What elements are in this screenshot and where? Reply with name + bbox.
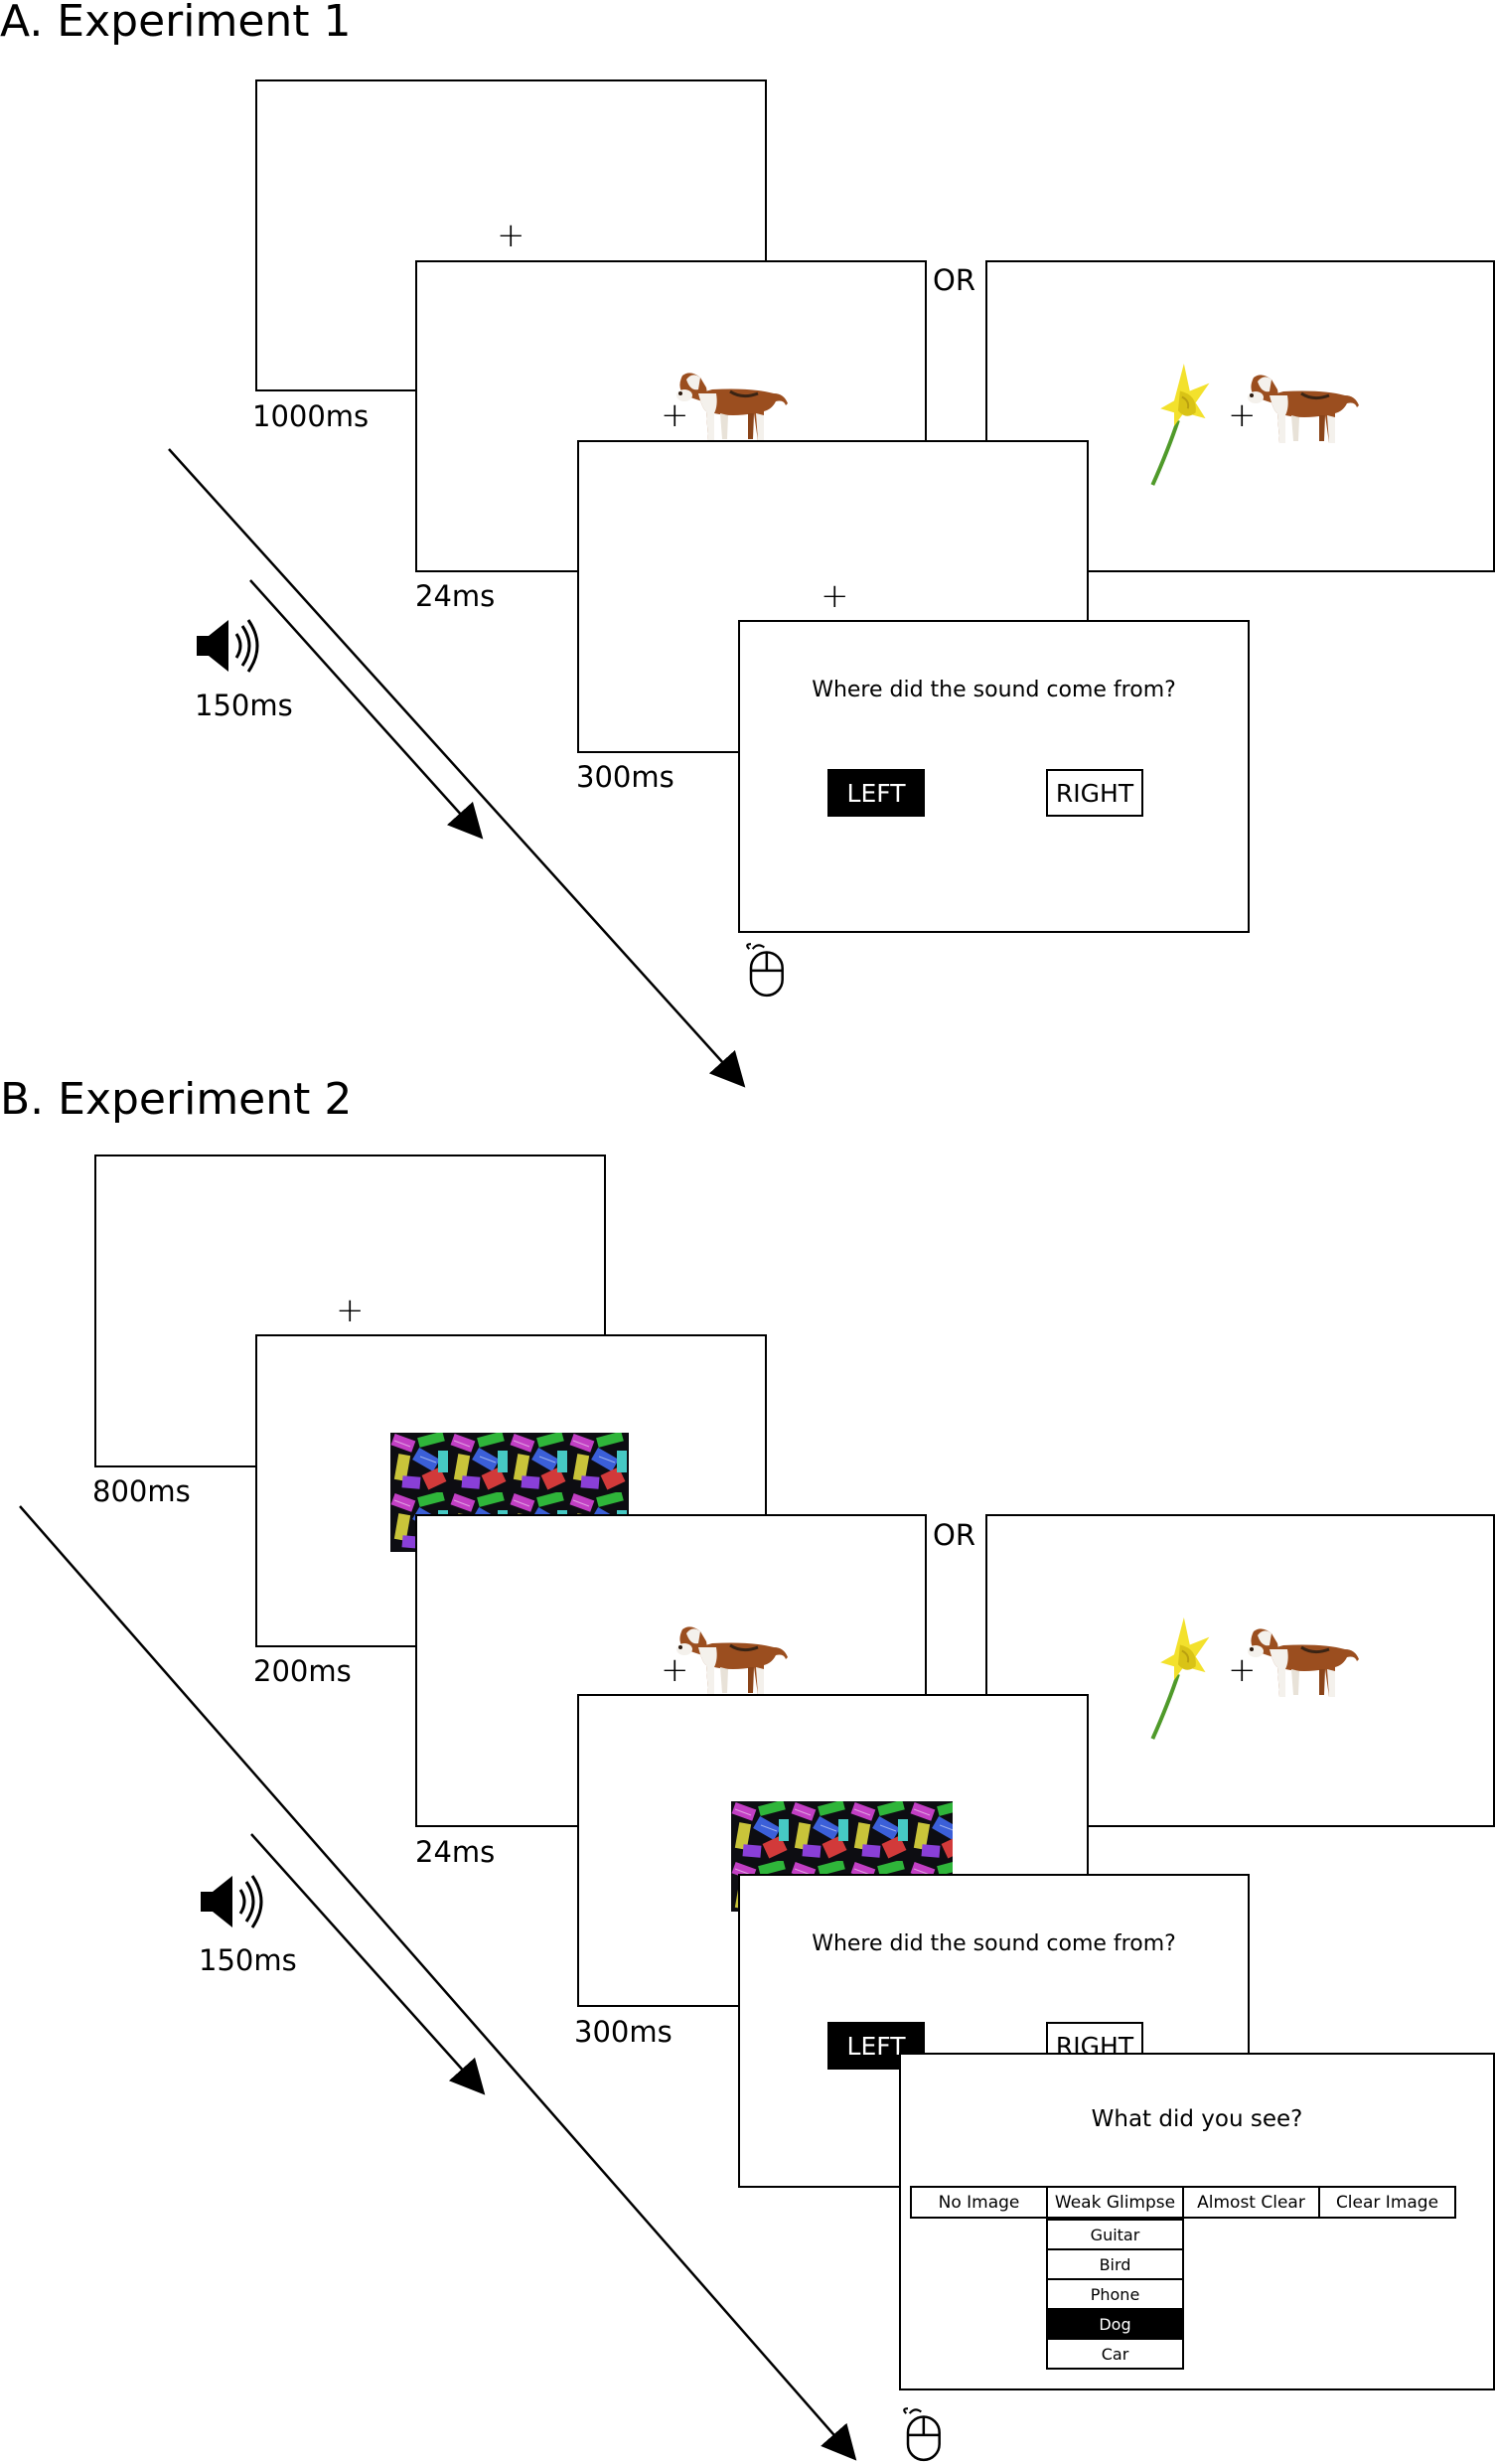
exp2-mask2-duration: 300ms [574, 2015, 673, 2049]
exp2-target-duration: 24ms [415, 1835, 496, 1869]
exp1-sound-duration: 150ms [195, 689, 293, 722]
exp1-or-label: OR [933, 263, 975, 297]
visibility-rating-scale: No Image Weak Glimpse Almost Clear Clear… [910, 2186, 1456, 2219]
arrow-icon [249, 579, 484, 840]
exp2-fixation-duration: 800ms [92, 1474, 191, 1508]
visibility-question: What did you see? [1091, 2106, 1303, 2132]
experiment2-heading: B. Experiment 2 [0, 1074, 353, 1125]
rating-option-no-image[interactable]: No Image [912, 2188, 1048, 2217]
rating-option-clear-image[interactable]: Clear Image [1335, 2192, 1439, 2213]
exp1-response-screen: Where did the sound come from? LEFT RIGH… [738, 620, 1250, 933]
fixation-cross: + [661, 395, 689, 435]
fixation-cross: + [821, 576, 849, 616]
category-option-dog[interactable]: Dog [1048, 2310, 1182, 2340]
rating-option-weak-glimpse[interactable]: Weak Glimpse [1048, 2188, 1184, 2217]
exp2-visibility-screen: What did you see? No Image Weak Glimpse … [899, 2053, 1495, 2390]
exp1-fixation2-duration: 300ms [576, 760, 674, 794]
arrow-icon [250, 1833, 486, 2095]
exp1-fixation-duration: 1000ms [252, 399, 370, 433]
exp1-target-duration: 24ms [415, 579, 496, 613]
category-option-car[interactable]: Car [1101, 2344, 1129, 2364]
fixation-cross: + [336, 1291, 365, 1330]
sound-location-question: Where did the sound come from? [812, 678, 1176, 702]
experiment1-heading: A. Experiment 1 [0, 0, 352, 47]
category-dropdown: Guitar Bird Phone Dog Car [1046, 2219, 1184, 2370]
left-button[interactable]: LEFT [827, 2022, 925, 2070]
fixation-cross: + [1228, 1650, 1257, 1690]
category-option-phone[interactable]: Phone [1048, 2280, 1182, 2310]
fixation-cross: + [497, 216, 525, 255]
arrow-icon [19, 1505, 857, 2461]
left-button[interactable]: LEFT [827, 769, 925, 817]
exp2-or-label: OR [933, 1518, 975, 1552]
exp2-mask1-duration: 200ms [253, 1654, 352, 1688]
category-option-guitar[interactable]: Guitar [1048, 2221, 1182, 2250]
arrow-icon [168, 448, 746, 1088]
exp2-mask2-screen [577, 1694, 1089, 2007]
right-button[interactable]: RIGHT [1046, 769, 1143, 817]
rating-option-almost-clear[interactable]: Almost Clear [1184, 2188, 1320, 2217]
exp2-sound-duration: 150ms [199, 1943, 297, 1977]
fixation-cross: + [661, 1650, 689, 1690]
sound-location-question: Where did the sound come from? [812, 1931, 1176, 1956]
category-option-bird[interactable]: Bird [1048, 2250, 1182, 2280]
fixation-cross: + [1228, 395, 1257, 435]
